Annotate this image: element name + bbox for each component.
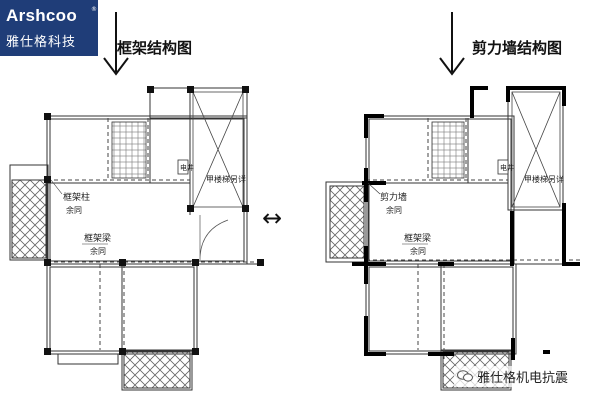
watermark-text: 雅仕格机电抗震 (477, 371, 569, 386)
right-shaft-label: 电井 (500, 163, 514, 172)
logo-brand: Arshcoo (6, 6, 78, 25)
left-beam-label: 框架梁 (84, 232, 111, 244)
right-wall-note: 余同 (386, 205, 402, 215)
wechat-icon (457, 370, 473, 385)
left-column-label: 框架柱 (63, 191, 90, 203)
left-plan-title: 框架结构图 (117, 39, 193, 57)
left-plan: 框架柱 余同 框架梁 余同 电井 甲楼梯另详 (9, 86, 264, 391)
watermark: 雅仕格机电抗震 (454, 366, 572, 387)
left-electrical-shaft (177, 159, 189, 175)
left-balcony-hatch (11, 179, 47, 259)
right-bathroom-tiles (431, 121, 465, 179)
left-column-note: 余同 (66, 205, 82, 215)
compare-arrow-symbol: ↔ (262, 204, 283, 232)
company-logo: Arshcoo ® 雅仕格科技 (0, 0, 98, 56)
logo-company-name: 雅仕格科技 (6, 35, 77, 50)
left-door-swing (199, 215, 229, 261)
right-balcony-hatch (329, 185, 365, 259)
right-stair-label: 甲楼梯另详 (524, 174, 564, 184)
left-stair (192, 91, 244, 208)
left-shaft-label: 电井 (180, 163, 194, 172)
left-frame-columns (44, 86, 264, 355)
right-stair (511, 91, 561, 208)
right-shear-walls (352, 86, 580, 360)
left-beam-note: 余同 (90, 246, 106, 256)
left-bottom-balcony-hatch (123, 351, 191, 389)
right-beam-note: 余同 (410, 246, 426, 256)
right-wall-label: 剪力墙 (380, 191, 407, 203)
left-bathroom-tiles (111, 121, 147, 179)
right-down-arrow (439, 12, 465, 76)
left-stair-label: 甲楼梯另详 (206, 174, 246, 184)
left-down-arrow (103, 12, 129, 76)
right-electrical-shaft (497, 159, 509, 175)
logo-registered-mark: ® (91, 6, 97, 13)
right-plan: 剪力墙 余同 框架梁 余同 电井 甲楼梯另详 (325, 86, 580, 391)
right-plan-title: 剪力墙结构图 (472, 39, 563, 57)
right-beam-label: 框架梁 (404, 232, 431, 244)
